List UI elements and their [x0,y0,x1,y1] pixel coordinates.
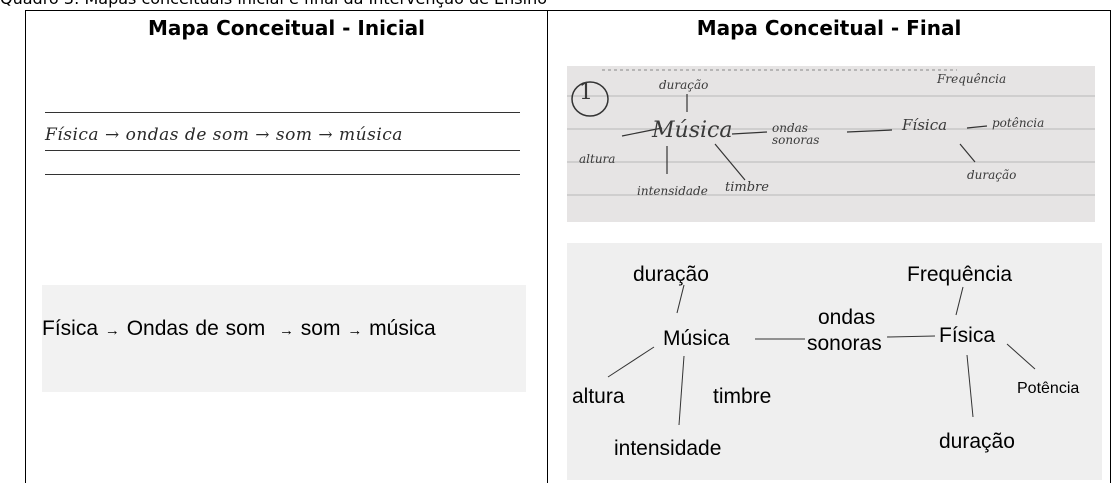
initial-map-title: Mapa Conceitual - Inicial [147,16,426,40]
column-divider [547,10,548,483]
map-node-potencia: Potência [1017,380,1080,397]
hw-intensidade: intensidade [637,184,708,198]
arrow-icon: → [347,322,363,339]
figure-caption: Quadro 3: Mapas conceituais inicial e fi… [0,0,1117,10]
hw-duracao: duração [659,78,709,92]
hw-musica: Música [652,118,733,143]
photo-lines [567,69,1095,196]
map-node-ondas-line2: sonoras [807,332,882,355]
hw-altura: altura [579,152,616,166]
map-node-frequencia: Frequência [907,263,1013,286]
node-fisica: Física [42,317,99,340]
hw-fisica: Física [902,116,948,134]
final-handwritten-photo: 1 duração Música ondas sonoras Física po… [567,66,1095,222]
hw-timbre: timbre [725,180,769,195]
notebook-rule [45,174,520,175]
map-node-intensidade: intensidade [614,437,722,460]
figure-caption-text: Quadro 3: Mapas conceituais inicial e fi… [0,0,547,8]
map-node-duracao-bottom: duração [939,430,1015,453]
notebook-rule [45,150,520,151]
map-node-altura: altura [572,385,625,408]
initial-handwritten-text: Física → ondas de som → som → música [45,125,403,145]
map-connectors [607,284,1036,426]
initial-handwritten-map: Física → ondas de som → som → música [40,108,520,188]
notebook-rule [45,112,520,113]
node-ondas-de-som: Ondas de som [126,317,266,340]
map-node-musica: Música [663,327,730,350]
map-node-ondas-line1: ondas [818,306,876,329]
map-node-duracao-top: duração [633,263,709,286]
initial-typed-chain: Física → Ondas de som → som → música [42,317,436,341]
initial-typed-map: Física → Ondas de som → som → música [42,285,526,392]
map-node-timbre: timbre [713,385,772,408]
node-musica: música [369,317,436,340]
final-typed-map: duração Frequência Música ondas sonoras … [567,243,1102,480]
arrow-icon: → [278,322,294,339]
hw-potencia: potência [992,116,1045,130]
map-node-fisica: Física [939,324,996,347]
final-map-title: Mapa Conceitual - Final [696,16,962,40]
hw-duracao-2: duração [967,168,1017,182]
hw-number: 1 [579,80,593,105]
arrow-icon: → [104,322,120,339]
comparison-table [25,10,1111,483]
hw-frequencia: Frequência [937,72,1007,86]
hw-ondas-sonoras: ondas sonoras [772,121,820,147]
node-som: som [300,317,341,340]
